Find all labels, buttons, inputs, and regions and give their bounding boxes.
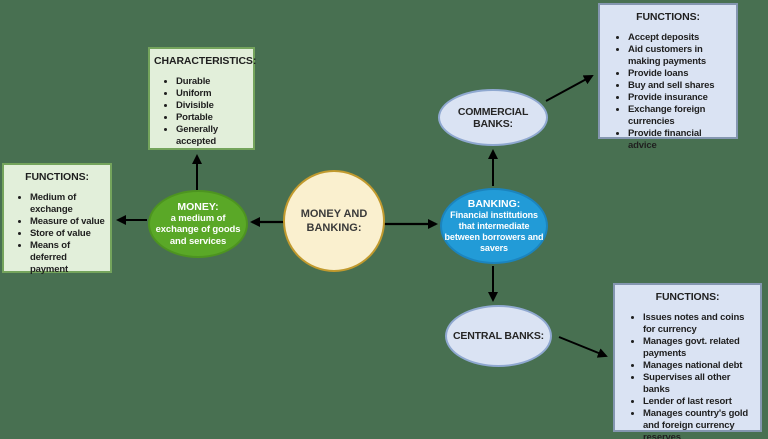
central-banks-node: CENTRAL BANKS: <box>445 305 552 367</box>
central-functions-list: Issues notes and coins for currencyManag… <box>619 312 756 439</box>
banking-node: BANKING: Financial institutions that int… <box>440 188 548 264</box>
list-item: Aid customers in making payments <box>628 44 732 68</box>
list-item: Buy and sell shares <box>628 80 732 92</box>
central-banks-title: CENTRAL BANKS: <box>453 330 544 342</box>
list-item: Provide financial advice <box>628 128 732 152</box>
list-item: Manages govt. related payments <box>643 336 756 360</box>
list-item: Manages national debt <box>643 360 756 372</box>
arrow-central-to-functions <box>558 336 608 358</box>
money-node-title: MONEY: <box>177 201 219 214</box>
characteristics-title: CHARACTERISTICS: <box>154 55 257 67</box>
money-node-subtitle: a medium of exchange of goods and servic… <box>155 213 241 247</box>
money-functions-list: Medium of exchangeMeasure of valueStore … <box>8 192 106 276</box>
money-functions-box: FUNCTIONS: Medium of exchangeMeasure of … <box>2 163 112 276</box>
list-item: Measure of value <box>30 216 106 228</box>
central-functions-box: FUNCTIONS: Issues notes and coins for cu… <box>613 283 762 439</box>
list-item: Portable <box>176 112 249 124</box>
characteristics-list: DurableUniformDivisiblePortableGenerally… <box>154 76 249 148</box>
list-item: Divisible <box>176 100 249 112</box>
list-item: Manages country's gold and foreign curre… <box>643 408 756 439</box>
list-item: Provide insurance <box>628 92 732 104</box>
list-item: Lender of last resort <box>643 396 756 408</box>
commercial-functions-title: FUNCTIONS: <box>636 11 700 23</box>
list-item: Accept deposits <box>628 32 732 44</box>
commercial-functions-box: FUNCTIONS: Accept depositsAid customers … <box>598 3 738 151</box>
money-and-banking-title: MONEY AND BANKING: <box>300 207 368 234</box>
characteristics-box: CHARACTERISTICS: DurableUniformDivisible… <box>148 47 257 150</box>
list-item: Durable <box>176 76 249 88</box>
list-item: Supervises all other banks <box>643 372 756 396</box>
commercial-banks-node: COMMERCIAL BANKS: <box>438 89 548 146</box>
list-item: Uniform <box>176 88 249 100</box>
banking-node-subtitle: Financial institutions that intermediate… <box>444 210 544 253</box>
commercial-functions-list: Accept depositsAid customers in making p… <box>604 32 732 152</box>
list-item: Exchange foreign currencies <box>628 104 732 128</box>
money-node: MONEY: a medium of exchange of goods and… <box>148 190 248 258</box>
list-item: Generally accepted <box>176 124 249 148</box>
money-functions-title: FUNCTIONS: <box>25 171 89 183</box>
central-functions-title: FUNCTIONS: <box>655 291 720 303</box>
list-item: Issues notes and coins for currency <box>643 312 756 336</box>
money-and-banking-node: MONEY AND BANKING: <box>283 170 385 272</box>
arrow-commercial-to-functions <box>545 75 594 102</box>
commercial-banks-title: COMMERCIAL BANKS: <box>457 105 529 130</box>
list-item: Means of deferred payment <box>30 240 106 276</box>
list-item: Provide loans <box>628 68 732 80</box>
list-item: Store of value <box>30 228 106 240</box>
list-item: Medium of exchange <box>30 192 106 216</box>
banking-node-title: BANKING: <box>467 198 521 211</box>
